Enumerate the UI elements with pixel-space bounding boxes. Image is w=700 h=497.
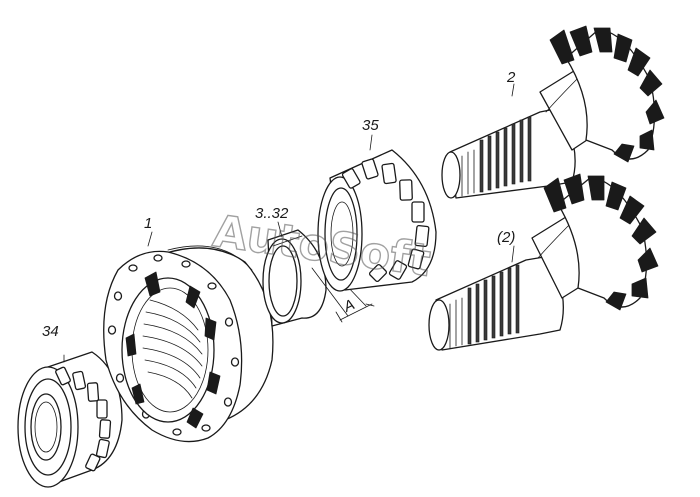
label-dimension-a: A: [340, 296, 357, 316]
pinion-shaft-2-gear-teeth: [549, 25, 665, 163]
housing-1-bolt-holes: [107, 254, 240, 436]
label-part-2-alt: (2): [497, 229, 515, 246]
bearing-34-rollers: [55, 366, 112, 472]
pinion-shaft-2-alt-splines: [467, 264, 520, 345]
housing-1: [103, 231, 274, 443]
pinion-shaft-2-alt: [428, 173, 659, 351]
label-part-3-32: 3..32: [255, 205, 289, 222]
label-part-35: 35: [362, 117, 379, 134]
bearing-35: [317, 134, 437, 292]
label-part-1: 1: [144, 215, 152, 232]
pinion-shaft-2-splines: [479, 116, 532, 193]
pinion-shaft-2-thread: [461, 149, 475, 197]
bearing-35-rollers: [341, 158, 430, 283]
housing-1-ribs: [125, 271, 221, 429]
bearing-34: [17, 351, 123, 488]
label-part-2: 2: [506, 69, 516, 86]
label-part-34: 34: [42, 323, 59, 340]
pinion-shaft-2-alt-thread: [449, 297, 463, 349]
pinion-shaft-2-alt-gear-teeth: [543, 173, 659, 311]
pinion-shaft-2: [441, 25, 665, 199]
shim-ring-3-32: [262, 221, 375, 327]
housing-1-thread: [142, 299, 203, 399]
